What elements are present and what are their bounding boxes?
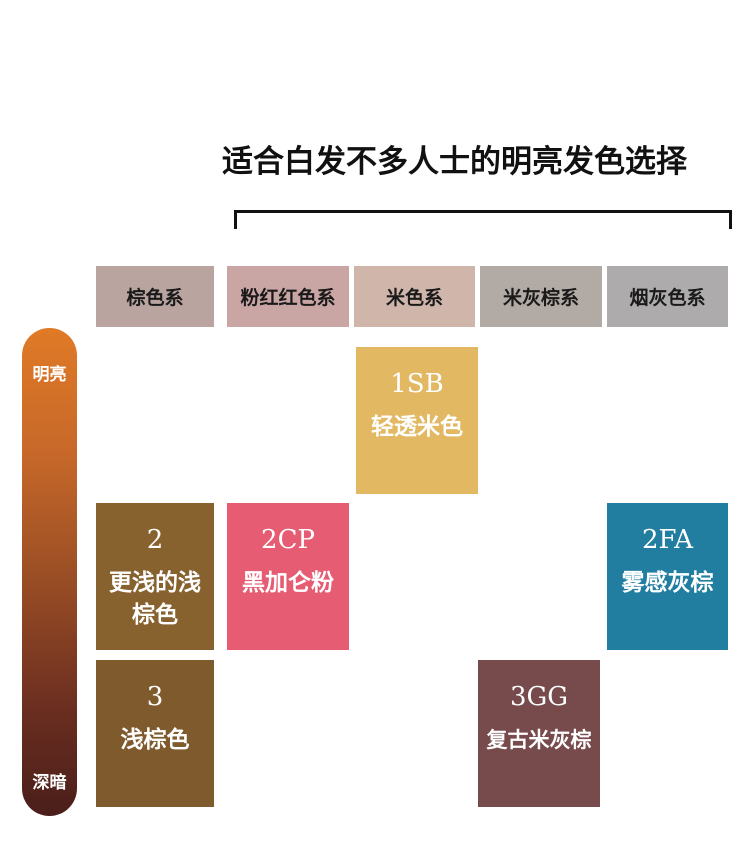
- swatch-1sb: 1SB 轻透米色: [356, 347, 478, 494]
- swatch-code: 3GG: [509, 682, 569, 712]
- swatch-2fa: 2FA 雾感灰棕: [607, 503, 728, 650]
- scale-top-label: 明亮: [32, 365, 67, 385]
- swatch-2cp: 2CP 黑加仑粉: [227, 503, 349, 650]
- chart-title: 适合白发不多人士的明亮发色选择: [222, 144, 687, 180]
- swatch-name: 更浅的浅棕色: [109, 570, 201, 628]
- swatch-code: 2FA: [641, 525, 694, 555]
- swatch-name: 浅棕色: [120, 727, 190, 753]
- swatch-code: 2CP: [261, 525, 315, 555]
- brightness-scale-bar: 明亮 深暗: [22, 328, 77, 816]
- scale-bottom-label: 深暗: [32, 773, 67, 793]
- swatch-name: 黑加仑粉: [242, 570, 334, 596]
- column-header-beige: 米色系: [354, 266, 475, 327]
- column-header-smoke-grey: 烟灰色系: [607, 266, 728, 327]
- swatch-code: 3: [146, 682, 164, 712]
- column-header-label: 米灰棕系: [502, 287, 579, 309]
- column-header-label: 米色系: [385, 287, 443, 309]
- swatch-3gg: 3GG 复古米灰棕: [478, 660, 600, 807]
- title-bracket: [234, 210, 732, 229]
- swatch-code: 2: [146, 525, 164, 555]
- column-header-label: 粉红红色系: [240, 287, 336, 309]
- swatch-2: 2 更浅的浅棕色: [96, 503, 214, 650]
- column-header-beige-grey-brown: 米灰棕系: [480, 266, 602, 327]
- column-header-label: 棕色系: [126, 287, 184, 309]
- swatch-3: 3 浅棕色: [96, 660, 214, 807]
- swatch-name: 雾感灰棕: [621, 570, 714, 596]
- swatch-name: 轻透米色: [371, 414, 463, 440]
- column-header-brown: 棕色系: [96, 266, 214, 327]
- swatch-name: 复古米灰棕: [486, 728, 592, 752]
- swatch-code: 1SB: [390, 369, 444, 399]
- column-header-label: 烟灰色系: [629, 287, 706, 309]
- column-header-pink-red: 粉红红色系: [227, 266, 349, 327]
